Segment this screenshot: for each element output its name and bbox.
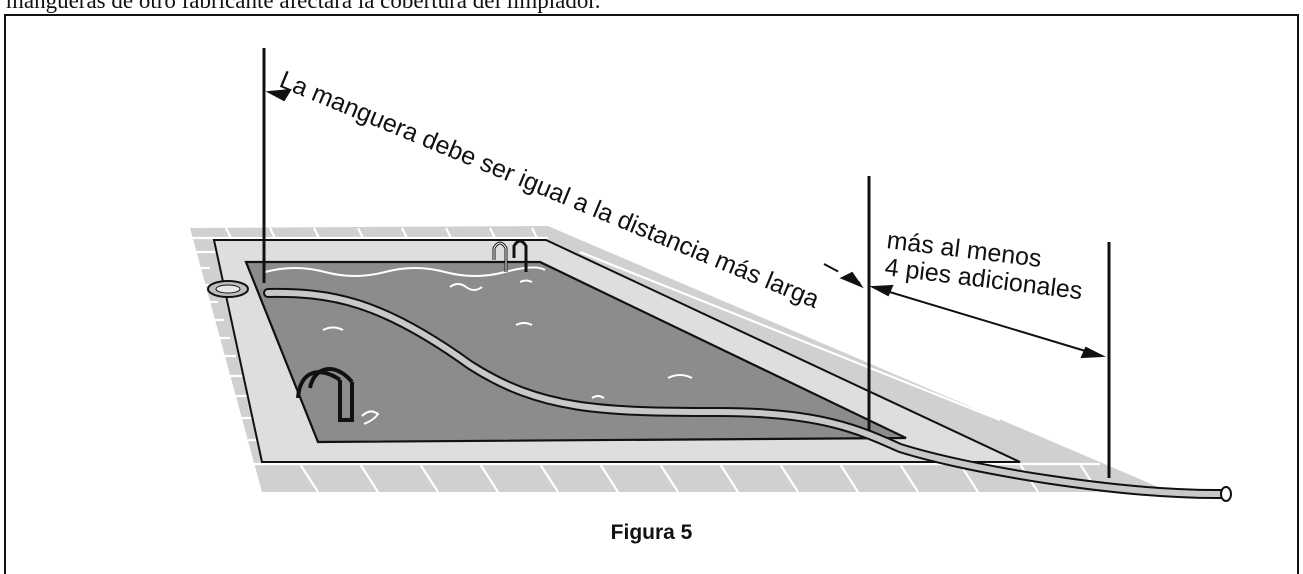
pool-handrail-near xyxy=(296,367,354,422)
pool-hose-diagram: La manguera debe ser igual a la distanci… xyxy=(188,48,1232,502)
top-text-fragment: mangueras de otro fabricante afectará la… xyxy=(6,0,601,13)
figure-frame xyxy=(4,14,1299,574)
pool-ladder-far xyxy=(492,239,528,272)
pool-water xyxy=(244,260,907,444)
hose-end xyxy=(1220,486,1232,502)
long-distance-arrow xyxy=(265,88,864,289)
extra-distance-arrow xyxy=(869,284,1106,359)
water-ripples xyxy=(264,266,693,425)
figure-caption: Figura 5 xyxy=(610,521,693,544)
